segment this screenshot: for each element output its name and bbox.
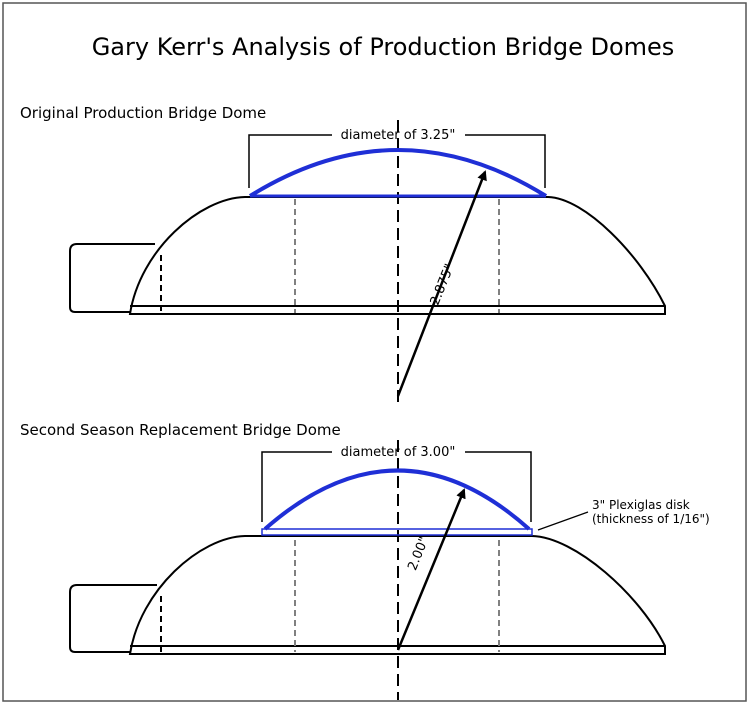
- diameter-label-original: diameter of 3.25": [341, 128, 456, 143]
- radius-label-original: 2.875": [428, 262, 458, 308]
- diameter-bracket-left: [261, 451, 332, 522]
- plexiglas-disk: [261, 528, 533, 536]
- diameter-bracket-right: [465, 134, 546, 188]
- plexiglas-callout-line1: 3" Plexiglas disk: [592, 498, 690, 512]
- section-heading-original: Original Production Bridge Dome: [20, 104, 266, 122]
- original-dome-section: Original Production Bridge Dome diameter…: [20, 104, 666, 403]
- radius-label-replacement: 2.00": [405, 535, 432, 573]
- diameter-bracket-left: [248, 134, 332, 188]
- plexiglas-callout-line2: (thickness of 1/16"): [592, 512, 710, 526]
- radius-arrow-original: [396, 170, 487, 397]
- figure-title: Gary Kerr's Analysis of Production Bridg…: [92, 33, 675, 61]
- diameter-label-replacement: diameter of 3.00": [341, 445, 456, 460]
- saucer-body-outline: [128, 196, 666, 315]
- diameter-bracket-right: [465, 451, 532, 522]
- left-module-outline: [69, 243, 155, 313]
- dome-arc: [248, 148, 548, 198]
- dome-arc: [263, 468, 531, 531]
- radius-arrow-replacement: [396, 488, 466, 651]
- plexiglas-callout-leader: [537, 511, 589, 531]
- left-module-outline: [69, 584, 157, 653]
- section-heading-replacement: Second Season Replacement Bridge Dome: [20, 421, 341, 439]
- replacement-dome-section: Second Season Replacement Bridge Dome di…: [20, 421, 710, 700]
- saucer-body-outline: [128, 535, 666, 655]
